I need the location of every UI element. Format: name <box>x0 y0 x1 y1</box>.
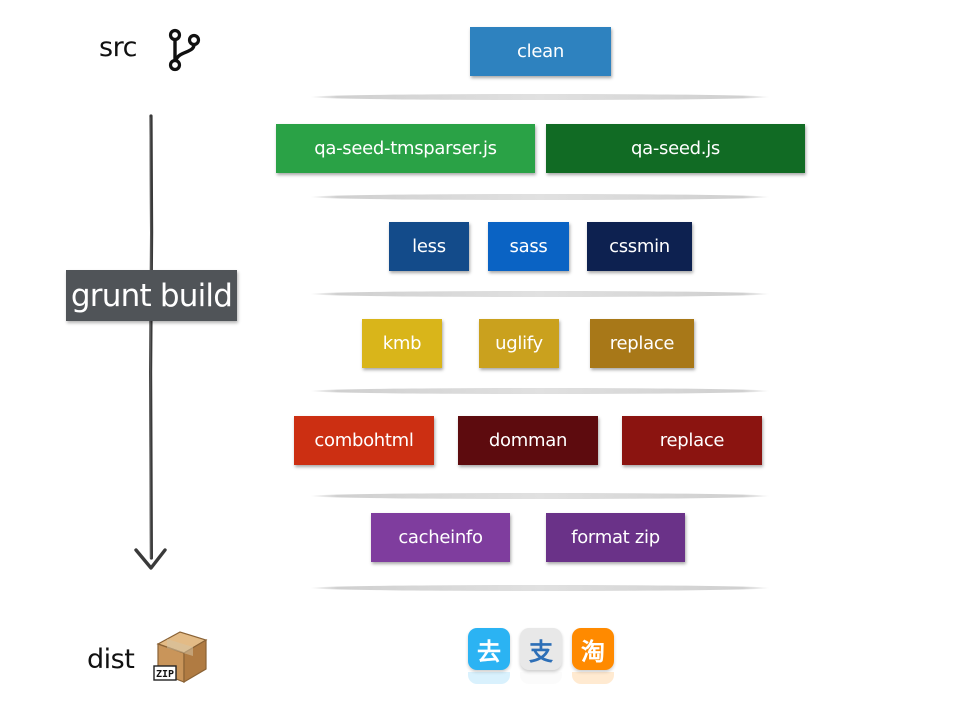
alipay-app-icon-reflection <box>520 672 562 684</box>
task-uglify: uglify <box>479 319 559 368</box>
stage-separator <box>310 388 770 394</box>
task-cssmin: cssmin <box>587 222 692 271</box>
taobao-app-icon: 淘 <box>572 628 614 670</box>
zip-package-icon: ZIP <box>153 631 208 684</box>
task-replace-html: replace <box>622 416 762 465</box>
build-flow-arrow <box>134 114 167 570</box>
grunt-build-command-label: grunt build <box>66 270 237 321</box>
qunar-app-icon: 去 <box>468 628 510 670</box>
task-qa-seed-tmsparser: qa-seed-tmsparser.js <box>276 124 535 173</box>
task-format-zip: format zip <box>546 513 685 562</box>
task-combohtml: combohtml <box>294 416 434 465</box>
task-domman: domman <box>458 416 598 465</box>
src-label: src <box>99 32 137 63</box>
task-sass: sass <box>488 222 569 271</box>
stage-separator <box>310 493 770 499</box>
task-qa-seed: qa-seed.js <box>546 124 805 173</box>
task-clean: clean <box>470 27 611 76</box>
stage-separator <box>310 94 770 100</box>
zip-label-text: ZIP <box>156 669 174 680</box>
taobao-app-icon-reflection <box>572 672 614 684</box>
alipay-app-icon: 支 <box>520 628 562 670</box>
stage-separator <box>310 585 770 591</box>
git-branch-icon <box>168 28 201 72</box>
stage-separator <box>310 291 770 297</box>
qunar-app-icon-reflection <box>468 672 510 684</box>
task-less: less <box>389 222 469 271</box>
stage-separator <box>310 194 770 200</box>
task-kmb: kmb <box>362 319 442 368</box>
task-replace-js: replace <box>590 319 694 368</box>
dist-label: dist <box>87 644 135 675</box>
task-cacheinfo: cacheinfo <box>371 513 510 562</box>
